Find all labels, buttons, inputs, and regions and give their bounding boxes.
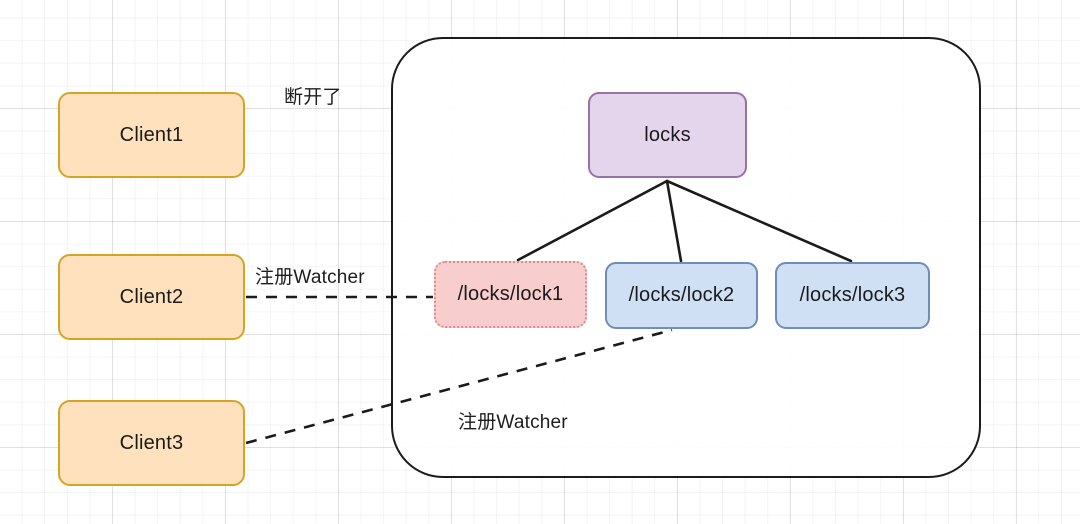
node-lock3-label: /locks/lock3 [799, 284, 906, 306]
node-lock2[interactable]: /locks/lock2 [605, 262, 758, 329]
node-client3-label: Client3 [119, 431, 184, 454]
node-lock2-label: /locks/lock2 [628, 284, 735, 306]
label-watcher-client2: 注册Watcher [255, 267, 365, 288]
node-locks-root[interactable]: locks [588, 92, 747, 178]
node-locks-root-label: locks [644, 123, 691, 146]
node-client1[interactable]: Client1 [58, 92, 245, 178]
label-disconnected: 断开了 [284, 87, 342, 108]
node-client1-label: Client1 [119, 123, 184, 146]
label-watcher-client3: 注册Watcher [458, 412, 568, 433]
node-client2[interactable]: Client2 [58, 254, 245, 340]
node-lock1[interactable]: /locks/lock1 [434, 261, 587, 328]
node-client3[interactable]: Client3 [58, 400, 245, 486]
node-lock1-label: /locks/lock1 [457, 283, 564, 305]
node-client2-label: Client2 [119, 285, 184, 308]
node-lock3[interactable]: /locks/lock3 [775, 262, 930, 329]
